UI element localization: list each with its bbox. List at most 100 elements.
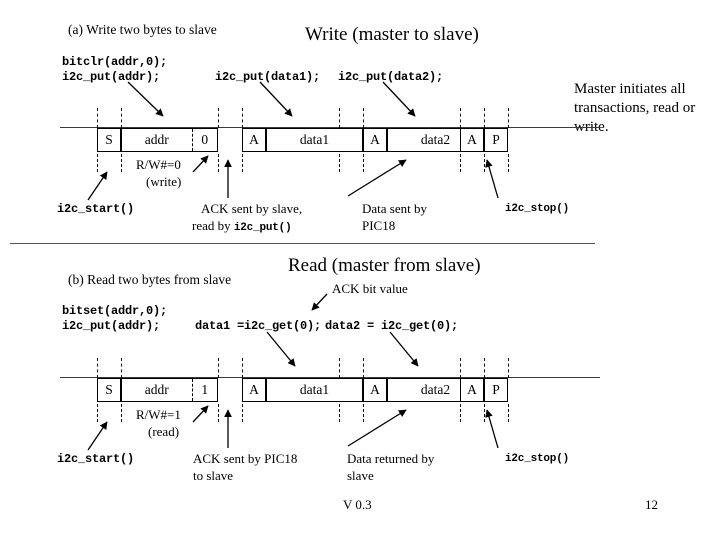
write-rw-mode-label: (write) (146, 174, 182, 189)
write-rw-bit-label: R/W#=0 (136, 157, 181, 172)
write-caption: (a) Write two bytes to slave (68, 22, 217, 37)
read-cell-ack1: A (242, 378, 266, 402)
read-tick (508, 358, 509, 378)
read-tick (363, 358, 364, 378)
write-data-note-line1: Data sent by (362, 201, 427, 216)
write-cell-stop-label: P (485, 129, 507, 151)
write-tick (339, 154, 340, 172)
read-cell-addr: addr 1 (121, 378, 218, 402)
write-tick (484, 108, 485, 128)
read-cell-stop-label: P (485, 379, 507, 401)
write-code-line1: bitclr(addr,0); (62, 55, 168, 69)
write-cell-data2-label: data2 (388, 129, 483, 151)
write-tick (97, 108, 98, 128)
write-stop-call-label: i2c_stop() (505, 203, 570, 215)
read-tick (218, 404, 219, 422)
read-tick (97, 404, 98, 422)
read-tick (460, 358, 461, 378)
read-cell-start: S (97, 378, 121, 402)
write-tick (218, 108, 219, 128)
read-rw-bit-label: R/W#=1 (136, 407, 181, 422)
write-cell-ack2: A (363, 128, 387, 152)
read-tick (242, 358, 243, 378)
read-cell-data1-label: data1 (267, 379, 362, 401)
read-tick (121, 404, 122, 422)
read-ack-note-line2: to slave (193, 468, 234, 483)
write-code-data1-call: i2c_put(data1); (215, 70, 321, 84)
write-cell-ack3-label: A (461, 129, 483, 151)
write-ack-note-line2-code: i2c_put() (233, 222, 292, 234)
read-cell-stop: P (484, 378, 508, 402)
write-tick (121, 108, 122, 128)
read-cell-start-label: S (98, 379, 120, 401)
write-tick (242, 108, 243, 128)
read-tick (484, 404, 485, 422)
read-cell-ack2: A (363, 378, 387, 402)
write-cell-start-label: S (98, 129, 120, 151)
read-code-data2-call: data2 = i2c_get(0); (325, 319, 459, 333)
write-tick (339, 108, 340, 128)
footer-page-number: 12 (645, 497, 658, 512)
write-cell-stop: P (484, 128, 508, 152)
read-tick (339, 358, 340, 378)
read-tick (508, 404, 509, 422)
write-cell-data1-label: data1 (267, 129, 362, 151)
read-code-data1-call: data1 =i2c_get(0); (195, 319, 322, 333)
write-cell-ack1: A (242, 128, 266, 152)
write-tick (508, 154, 509, 172)
read-cell-ack1-label: A (243, 379, 265, 401)
write-tick (218, 154, 219, 172)
write-cell-addr-label: addr (122, 129, 193, 151)
read-tick (363, 404, 364, 422)
read-tick (484, 358, 485, 378)
side-note-master-initiates: Master initiates all transactions, read … (574, 81, 696, 135)
write-tick (363, 154, 364, 172)
write-tick (363, 108, 364, 128)
write-code-line2: i2c_put(addr); (62, 70, 161, 84)
read-tick (460, 404, 461, 422)
write-tick (460, 154, 461, 172)
read-ack-note-line1: ACK sent by PIC18 (193, 451, 298, 466)
write-cell-ack1-label: A (243, 129, 265, 151)
write-tick (97, 154, 98, 172)
read-section-heading: Read (master from slave) (288, 255, 481, 276)
read-code-line1: bitset(addr,0); (62, 304, 168, 318)
write-tick (460, 108, 461, 128)
read-tick (121, 358, 122, 378)
write-start-call-label: i2c_start() (57, 202, 135, 216)
read-code-line2: i2c_put(addr); (62, 319, 161, 333)
read-tick (242, 404, 243, 422)
read-tick (339, 404, 340, 422)
footer-version: V 0.3 (343, 497, 372, 512)
read-cell-ack3: A (460, 378, 484, 402)
read-cell-ack3-label: A (461, 379, 483, 401)
write-cell-rwbit-label: 0 (192, 129, 217, 151)
read-cell-rwbit-label: 1 (192, 379, 217, 401)
read-cell-addr-label: addr (122, 379, 193, 401)
section-divider (10, 243, 595, 244)
read-start-call-label: i2c_start() (57, 452, 135, 466)
write-ack-note-line2: read by i2c_put() (192, 218, 292, 235)
write-tick (508, 108, 509, 128)
read-cell-data1: data1 (266, 378, 363, 402)
read-ack-bit-value-label: ACK bit value (332, 281, 408, 296)
write-tick (484, 154, 485, 172)
read-data-note-line2: slave (347, 468, 374, 483)
read-rw-mode-label: (read) (148, 424, 180, 439)
read-cell-data2-label: data2 (388, 379, 483, 401)
read-tick (218, 358, 219, 378)
read-tick (97, 358, 98, 378)
write-data-note-line2: PIC18 (362, 218, 396, 233)
read-cell-ack2-label: A (364, 379, 386, 401)
read-data-note-line1: Data returned by (347, 451, 435, 466)
write-cell-addr: addr 0 (121, 128, 218, 152)
write-tick (121, 154, 122, 172)
write-code-data2-call: i2c_put(data2); (338, 70, 444, 84)
write-cell-data1: data1 (266, 128, 363, 152)
write-cell-start: S (97, 128, 121, 152)
write-ack-note-line1: ACK sent by slave, (201, 201, 303, 216)
write-tick (242, 154, 243, 172)
write-cell-data2: data2 (387, 128, 484, 152)
write-cell-ack3: A (460, 128, 484, 152)
